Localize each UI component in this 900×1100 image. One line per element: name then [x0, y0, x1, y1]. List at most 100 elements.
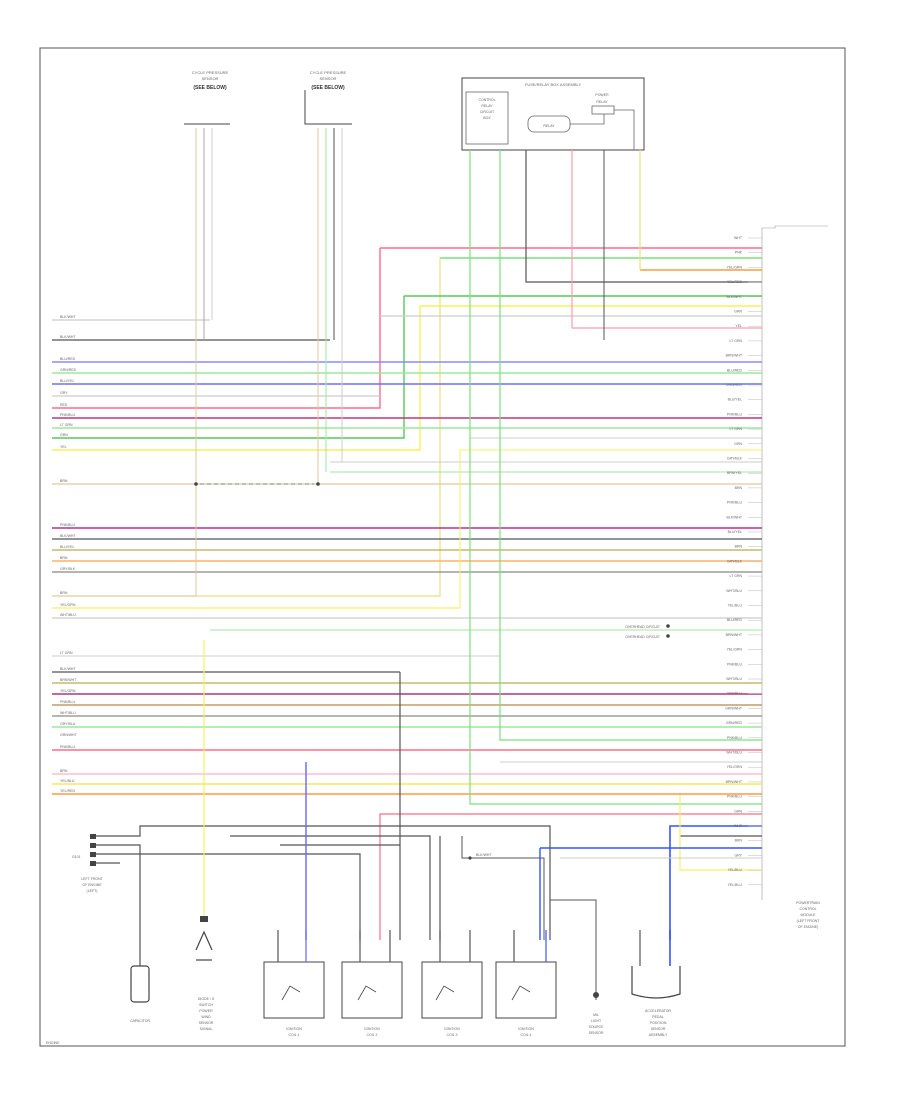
- switch-label-3: WIND: [201, 1015, 211, 1019]
- ground-box-line3: (LEFT): [87, 889, 98, 893]
- pcm-label-1: CONTROL: [799, 907, 816, 911]
- accelerator-module: ACCELERATOR PEDAL POSITION SENSOR ASSEMB…: [631, 930, 681, 1037]
- right-sensor-connector: [304, 90, 352, 125]
- label-left-rows4-1: BRN/WHT: [60, 678, 77, 682]
- right-wire-label: GRN/RED: [726, 721, 743, 725]
- module-label-3: SENSOR: [651, 1027, 666, 1031]
- light-label-2: SOURCE: [589, 1025, 605, 1029]
- right-wire-label: BLU/RED: [727, 618, 743, 622]
- label-left-rows5-1: YEL/BLU: [60, 779, 75, 783]
- switch-label-0: DIODE / S: [198, 997, 215, 1001]
- wire-green-loop: [52, 296, 405, 439]
- pcm-label-0: POWERTRAIN: [796, 901, 820, 905]
- light-bulb-icon: [593, 992, 599, 998]
- pcm-label: POWERTRAIN CONTROL MODULE (LEFT FRONT OF…: [796, 901, 820, 929]
- right-wire-label: YEL/GRN: [727, 765, 743, 769]
- ignition-coil-2: IGNITION COIL 2: [341, 930, 403, 1037]
- assembly-left-line1: CONTROL: [478, 98, 495, 102]
- right-wire-label: YEL/BLU: [728, 868, 743, 872]
- label-left-rows4-4: WHT/BLU: [60, 711, 76, 715]
- right-wire-label: PNK/BLU: [727, 736, 742, 740]
- coil3-label-1: COIL 3: [447, 1033, 458, 1037]
- module-body: [631, 966, 681, 999]
- right-wire-label: WHT: [734, 824, 743, 828]
- label-left-rows2-1: BLK/WHT: [60, 534, 76, 538]
- wire-red-low: [379, 813, 762, 940]
- splice-label: BLK/WHT: [476, 853, 492, 857]
- switch-label-5: SIGNAL: [200, 1027, 213, 1031]
- label-left-row-0: BLU/RED: [60, 357, 76, 361]
- splice-dot-1: [194, 482, 198, 486]
- left-pressure-sensor: CYCLE PRESSURE SENSOR (SEE BELOW): [184, 70, 230, 125]
- ground-box-line1: LEFT FRONT: [81, 877, 103, 881]
- label-left-row-1: GRN/RED: [60, 368, 77, 372]
- right-wire-label: BLK/WHT: [726, 295, 742, 299]
- wire-pink-drop: [571, 150, 762, 329]
- coil2-box: [341, 961, 403, 1019]
- ground-tag: G101: [72, 855, 81, 859]
- coil4-label-0: IGNITION: [518, 1027, 534, 1031]
- light-label-0: MIL: [593, 1013, 599, 1017]
- left-sensor-line2: SENSOR: [202, 76, 219, 81]
- fuse-relay-assembly: FUSE/RELAY BOX ASSEMBLY CONTROL RELAY CI…: [461, 77, 645, 151]
- label-left-row-6: LT GRN: [60, 423, 73, 427]
- right-wire-label: BRN: [735, 839, 743, 843]
- ignition-coil-1: IGNITION COIL 1: [263, 930, 325, 1037]
- wire-grn-drop: [499, 150, 762, 741]
- switch-label-1: SWITCH: [199, 1003, 213, 1007]
- left-sensor-line3: (SEE BELOW): [193, 85, 227, 91]
- label-left-rows4-0: BLK/WHT: [60, 667, 76, 671]
- right-wire-label: BRN: [735, 486, 743, 490]
- page-ref: ENGINE: [46, 1041, 60, 1045]
- wire-yelgrn-loop: [459, 449, 762, 608]
- right-wire-label: BLU/YEL: [728, 398, 742, 402]
- label-left-row-8: YEL: [60, 445, 67, 449]
- right-wire-label: PNK/BLU: [727, 662, 742, 666]
- ground-wire-1: [96, 825, 551, 940]
- right-wire-label: GRY/BLK: [727, 559, 743, 563]
- right-wire-label: LT GRN: [729, 339, 742, 343]
- label-left-row-7: GRN: [60, 433, 68, 437]
- module-label-0: ACCELERATOR: [645, 1009, 671, 1013]
- relay-link-2: [614, 109, 635, 150]
- relay-link: [570, 114, 605, 125]
- right-wire-label: BRN/WHT: [726, 354, 743, 358]
- right-sensor-line2: SENSOR: [320, 76, 337, 81]
- splice-line: [461, 836, 545, 940]
- right-wire-label: PNK/BLU: [727, 501, 742, 505]
- pcm-label-2: MODULE: [801, 913, 817, 917]
- right-wire-label: YEL/BLU: [728, 883, 743, 887]
- overhead-dot-2: [666, 634, 670, 638]
- label-left-rows4-3: PNK/BLU: [60, 700, 75, 704]
- right-wire-label: YEL/GRN: [727, 265, 743, 269]
- label-left-rows4-6: GRN/WHT: [60, 733, 78, 737]
- splice-dot-2: [316, 482, 320, 486]
- mil-light: MIL LIGHT SOURCE SENSOR: [589, 940, 605, 1035]
- right-wire-label: GRY/BLU: [727, 692, 743, 696]
- right-wire-label: YEL/BLU: [728, 604, 743, 608]
- overhead-dot-1: [666, 624, 670, 628]
- splice-dot-3: [468, 856, 472, 860]
- label-left-rows3-0: BRN: [60, 591, 68, 595]
- label-left-red: PNK/BLU: [60, 745, 75, 749]
- assembly-title: FUSE/RELAY BOX ASSEMBLY: [525, 82, 582, 87]
- wire-black-top: [525, 150, 762, 283]
- right-wire-label: WHT: [734, 236, 743, 240]
- wire-yellow-loop: [52, 306, 421, 451]
- coil1-symbol: [281, 985, 301, 1001]
- right-wire-label: YEL/RED: [727, 280, 742, 284]
- right-wire-label: LT GRN: [729, 427, 742, 431]
- sensor-drops: [52, 128, 605, 597]
- label-left-top: BLK/WHT: [60, 315, 76, 319]
- right-wire-label: GRN: [734, 310, 742, 314]
- wire-yellow-drop: [52, 258, 441, 597]
- assembly-relay-label: POWER: [595, 93, 609, 97]
- coil2-symbol: [357, 985, 377, 1001]
- capacitor-body: [130, 965, 150, 1003]
- left-wire-labels: BLK/WHT BLK/WHT BLU/RED GRN/RED BLU/YEL …: [60, 315, 78, 793]
- right-wire-label: BLK/WHT: [726, 515, 742, 519]
- left-sensor-drop-ext: [52, 484, 197, 597]
- pcm-label-3: (LEFT FRONT: [797, 919, 821, 923]
- label-left-rows2-0: PNK/BLU: [60, 523, 75, 527]
- assembly-left-block: [465, 91, 509, 145]
